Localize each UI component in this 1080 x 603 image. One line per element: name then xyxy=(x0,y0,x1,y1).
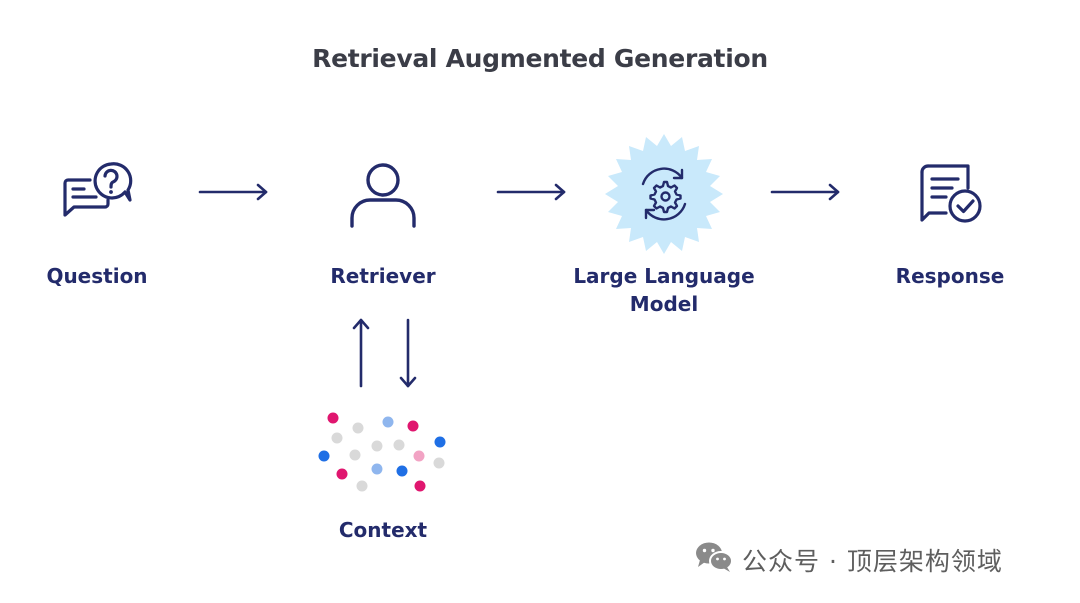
llm-label: Large Language Model xyxy=(554,262,774,318)
arrow-question-to-retriever xyxy=(198,182,270,206)
watermark: 公众号 · 顶层架构领域 xyxy=(694,540,1003,580)
document-check-icon xyxy=(918,162,988,228)
context-label: Context xyxy=(338,518,428,542)
retriever-label: Retriever xyxy=(330,264,436,288)
arrow-retriever-to-llm xyxy=(496,182,568,206)
arrow-retriever-to-context xyxy=(397,316,419,394)
watermark-text: 公众号 · 顶层架构领域 xyxy=(742,547,1003,576)
llm-label-line2: Model xyxy=(629,292,699,316)
person-icon xyxy=(348,160,418,230)
arrow-llm-to-response xyxy=(770,182,842,206)
diagram-title: Retrieval Augmented Generation xyxy=(312,44,768,73)
llm-label-line1: Large Language xyxy=(573,264,755,288)
gear-sync-icon xyxy=(602,132,726,256)
dots-cluster-icon xyxy=(310,404,460,500)
wechat-icon xyxy=(694,540,734,580)
response-label: Response xyxy=(895,264,1005,288)
question-label: Question xyxy=(46,264,148,288)
question-chat-icon xyxy=(60,160,135,230)
arrow-context-to-retriever xyxy=(350,316,372,394)
